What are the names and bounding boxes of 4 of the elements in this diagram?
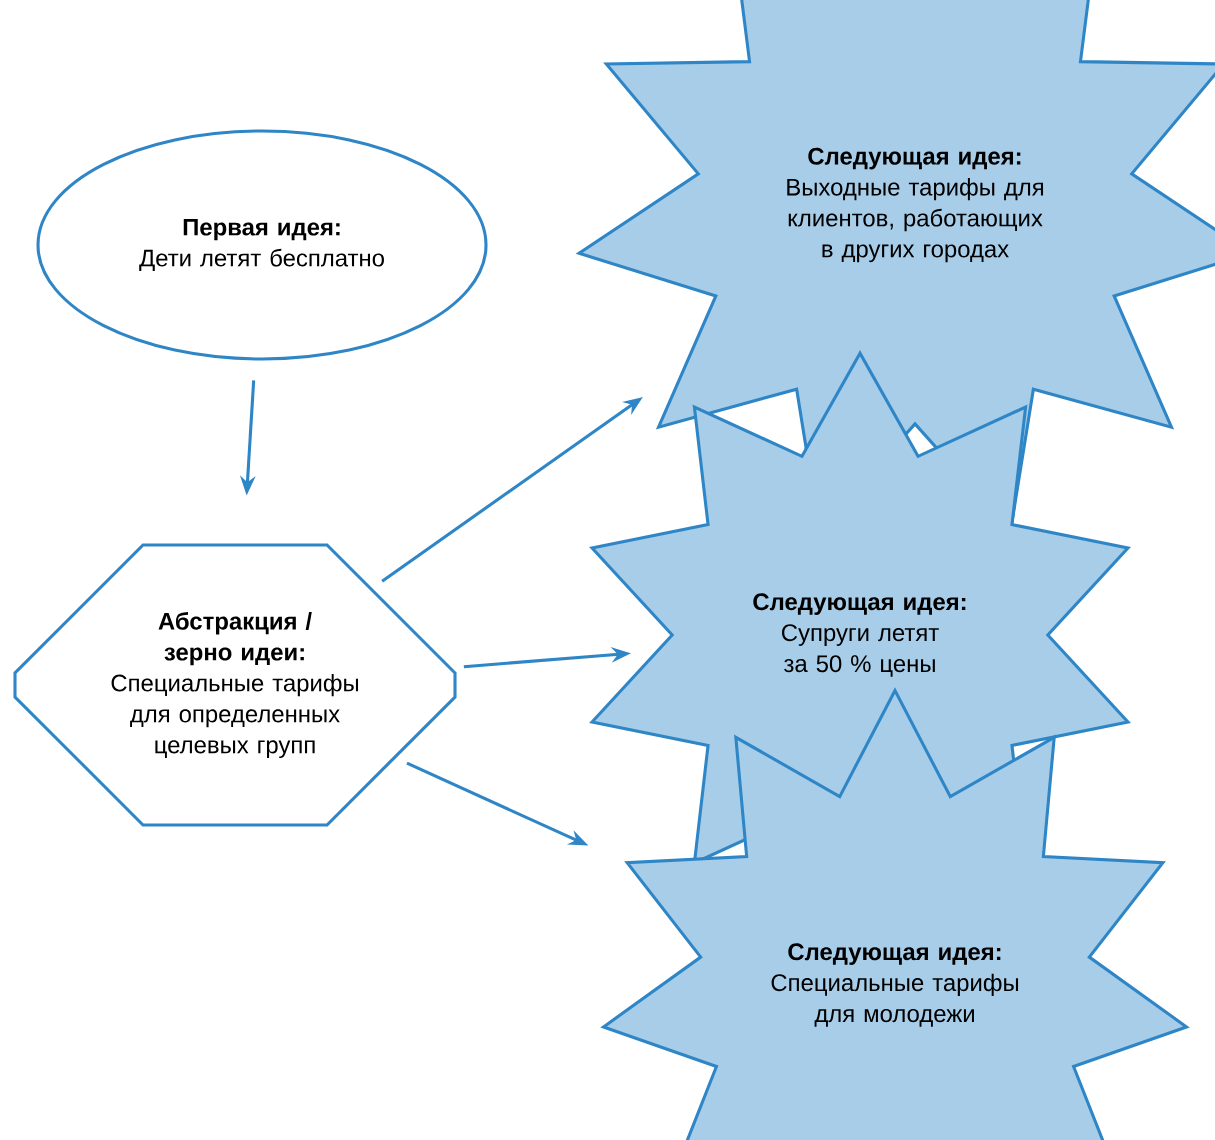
abstraction-octagon: Абстракция / зерно идеи: Специальные тарифы для определенных целевых групп xyxy=(13,543,457,827)
node-label: Следующая идея: xyxy=(788,943,1001,965)
node-label: Специальные тарифы для молодежи xyxy=(771,973,1019,1027)
idea-star: Следующая идея: Выходные тарифы для клиентов, работающих в других городах xyxy=(575,0,1215,535)
